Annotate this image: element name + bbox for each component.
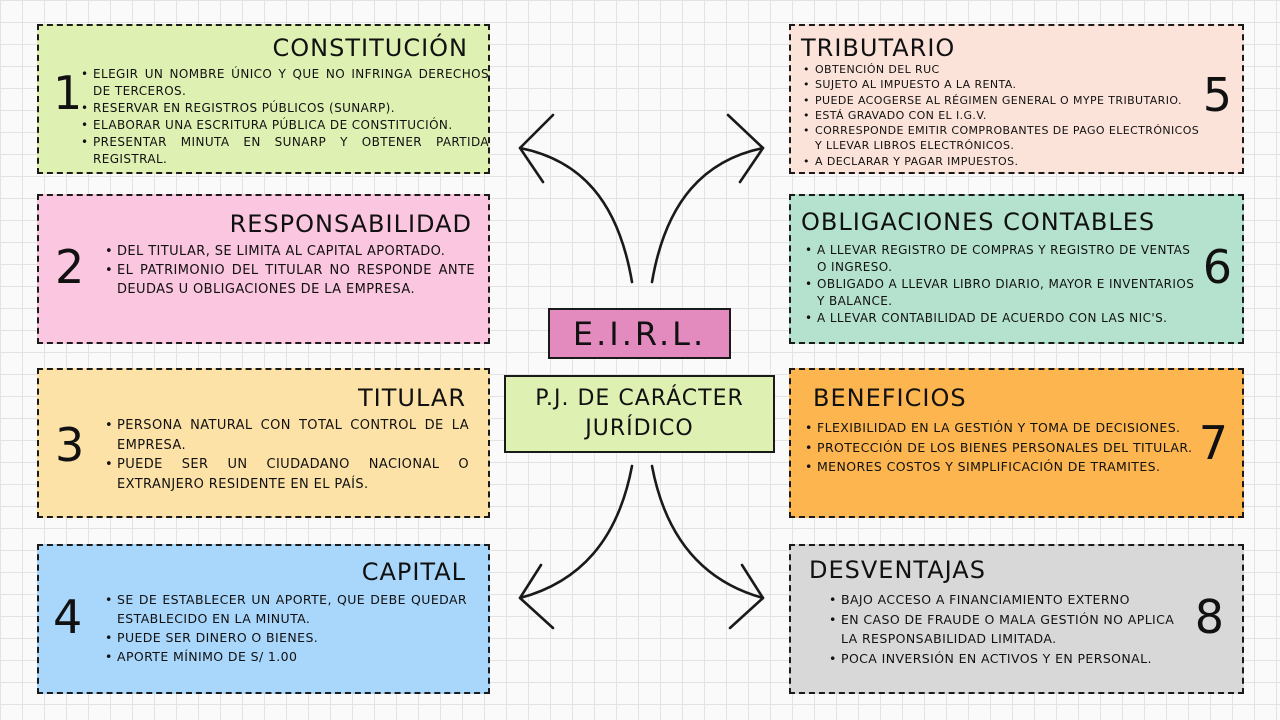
list-item: ESTÁ GRAVADO CON EL I.G.V. xyxy=(801,108,1201,124)
list-item: RESERVAR EN REGISTROS PÚBLICOS (SUNARP). xyxy=(79,100,489,117)
list-item: MENORES COSTOS Y SIMPLIFICACIÓN DE TRAMI… xyxy=(803,457,1193,477)
arrow-to-tributario xyxy=(650,146,765,284)
list-item: OBLIGADO A LLEVAR LIBRO DIARIO, MAYOR E … xyxy=(803,276,1203,310)
list-item: PUEDE SER UN CIUDADANO NACIONAL O EXTRAN… xyxy=(103,455,469,494)
list-item: EL PATRIMONIO DEL TITULAR NO RESPONDE AN… xyxy=(103,261,475,299)
list-item: PUEDE SER DINERO O BIENES. xyxy=(103,628,467,647)
box-list: DEL TITULAR, SE LIMITA AL CAPITAL APORTA… xyxy=(103,242,475,299)
list-item: ELEGIR UN NOMBRE ÚNICO Y QUE NO INFRINGA… xyxy=(79,66,489,100)
box-list: A LLEVAR REGISTRO DE COMPRAS Y REGISTRO … xyxy=(803,242,1203,327)
list-item: A DECLARAR Y PAGAR IMPUESTOS. xyxy=(801,154,1201,170)
list-item: PROTECCIÓN DE LOS BIENES PERSONALES DEL … xyxy=(803,438,1193,458)
box-list: PERSONA NATURAL CON TOTAL CONTROL DE LA … xyxy=(103,416,469,494)
box-title: DESVENTAJAS xyxy=(809,556,986,584)
list-item: SUJETO AL IMPUESTO A LA RENTA. xyxy=(801,77,1201,93)
list-item: PERSONA NATURAL CON TOTAL CONTROL DE LA … xyxy=(103,416,469,455)
list-item: EN CASO DE FRAUDE O MALA GESTIÓN NO APLI… xyxy=(827,610,1177,649)
box-number: 2 xyxy=(55,240,85,294)
arrowhead-constitucion xyxy=(518,113,555,184)
box-title: BENEFICIOS xyxy=(813,384,967,412)
box-title: OBLIGACIONES CONTABLES xyxy=(801,208,1156,236)
list-item: FLEXIBILIDAD EN LA GESTIÓN Y TOMA DE DEC… xyxy=(803,418,1193,438)
center-subtitle: P.J. DE CARÁCTER JURÍDICO xyxy=(504,375,775,453)
list-item: DEL TITULAR, SE LIMITA AL CAPITAL APORTA… xyxy=(103,242,475,261)
arrowhead-capital xyxy=(518,563,555,630)
list-item: ELABORAR UNA ESCRITURA PÚBLICA DE CONSTI… xyxy=(79,117,489,134)
list-item: OBTENCIÓN DEL RUC xyxy=(801,62,1201,78)
box-desventajas: DESVENTAJAS 8 BAJO ACCESO A FINANCIAMIEN… xyxy=(789,544,1244,694)
box-title: CAPITAL xyxy=(361,558,466,586)
arrowhead-desventajas xyxy=(728,563,765,630)
box-responsabilidad: RESPONSABILIDAD 2 DEL TITULAR, SE LIMITA… xyxy=(37,194,490,344)
box-title: TRIBUTARIO xyxy=(801,34,956,62)
box-title: TITULAR xyxy=(358,384,466,412)
box-number: 6 xyxy=(1202,240,1232,294)
arrow-to-desventajas xyxy=(650,464,765,600)
box-number: 5 xyxy=(1202,68,1232,122)
box-list: FLEXIBILIDAD EN LA GESTIÓN Y TOMA DE DEC… xyxy=(803,418,1193,477)
box-list: SE DE ESTABLECER UN APORTE, QUE DEBE QUE… xyxy=(103,590,467,666)
center-title: E.I.R.L. xyxy=(548,308,731,359)
list-item: A LLEVAR REGISTRO DE COMPRAS Y REGISTRO … xyxy=(803,242,1203,276)
list-item: PUEDE ACOGERSE AL RÉGIMEN GENERAL O MYPE… xyxy=(801,93,1201,109)
box-list: ELEGIR UN NOMBRE ÚNICO Y QUE NO INFRINGA… xyxy=(79,66,489,168)
arrow-to-capital xyxy=(518,464,634,600)
arrow-to-constitucion xyxy=(518,146,634,284)
box-title: RESPONSABILIDAD xyxy=(229,210,472,238)
box-number: 1 xyxy=(53,66,83,120)
box-title: CONSTITUCIÓN xyxy=(272,34,468,62)
box-obligaciones-contables: OBLIGACIONES CONTABLES 6 A LLEVAR REGIST… xyxy=(789,194,1244,344)
box-list: OBTENCIÓN DEL RUC SUJETO AL IMPUESTO A L… xyxy=(801,62,1201,169)
list-item: CORRESPONDE EMITIR COMPROBANTES DE PAGO … xyxy=(801,123,1201,154)
box-tributario: TRIBUTARIO 5 OBTENCIÓN DEL RUC SUJETO AL… xyxy=(789,24,1244,174)
box-number: 3 xyxy=(55,418,85,472)
arrowhead-tributario xyxy=(726,113,765,184)
box-number: 8 xyxy=(1194,590,1224,644)
list-item: SE DE ESTABLECER UN APORTE, QUE DEBE QUE… xyxy=(103,590,467,628)
box-number: 7 xyxy=(1198,416,1228,470)
list-item: A LLEVAR CONTABILIDAD DE ACUERDO CON LAS… xyxy=(803,310,1203,327)
list-item: APORTE MÍNIMO DE S/ 1.00 xyxy=(103,647,467,666)
box-list: BAJO ACCESO A FINANCIAMIENTO EXTERNO EN … xyxy=(827,590,1177,668)
list-item: BAJO ACCESO A FINANCIAMIENTO EXTERNO xyxy=(827,590,1177,610)
box-beneficios: BENEFICIOS 7 FLEXIBILIDAD EN LA GESTIÓN … xyxy=(789,368,1244,518)
list-item: PRESENTAR MINUTA EN SUNARP Y OBTENER PAR… xyxy=(79,134,489,168)
box-number: 4 xyxy=(53,590,83,644)
list-item: POCA INVERSIÓN EN ACTIVOS Y EN PERSONAL. xyxy=(827,649,1177,669)
box-capital: CAPITAL 4 SE DE ESTABLECER UN APORTE, QU… xyxy=(37,544,490,694)
box-titular: TITULAR 3 PERSONA NATURAL CON TOTAL CONT… xyxy=(37,368,490,518)
box-constitucion: CONSTITUCIÓN 1 ELEGIR UN NOMBRE ÚNICO Y … xyxy=(37,24,490,174)
